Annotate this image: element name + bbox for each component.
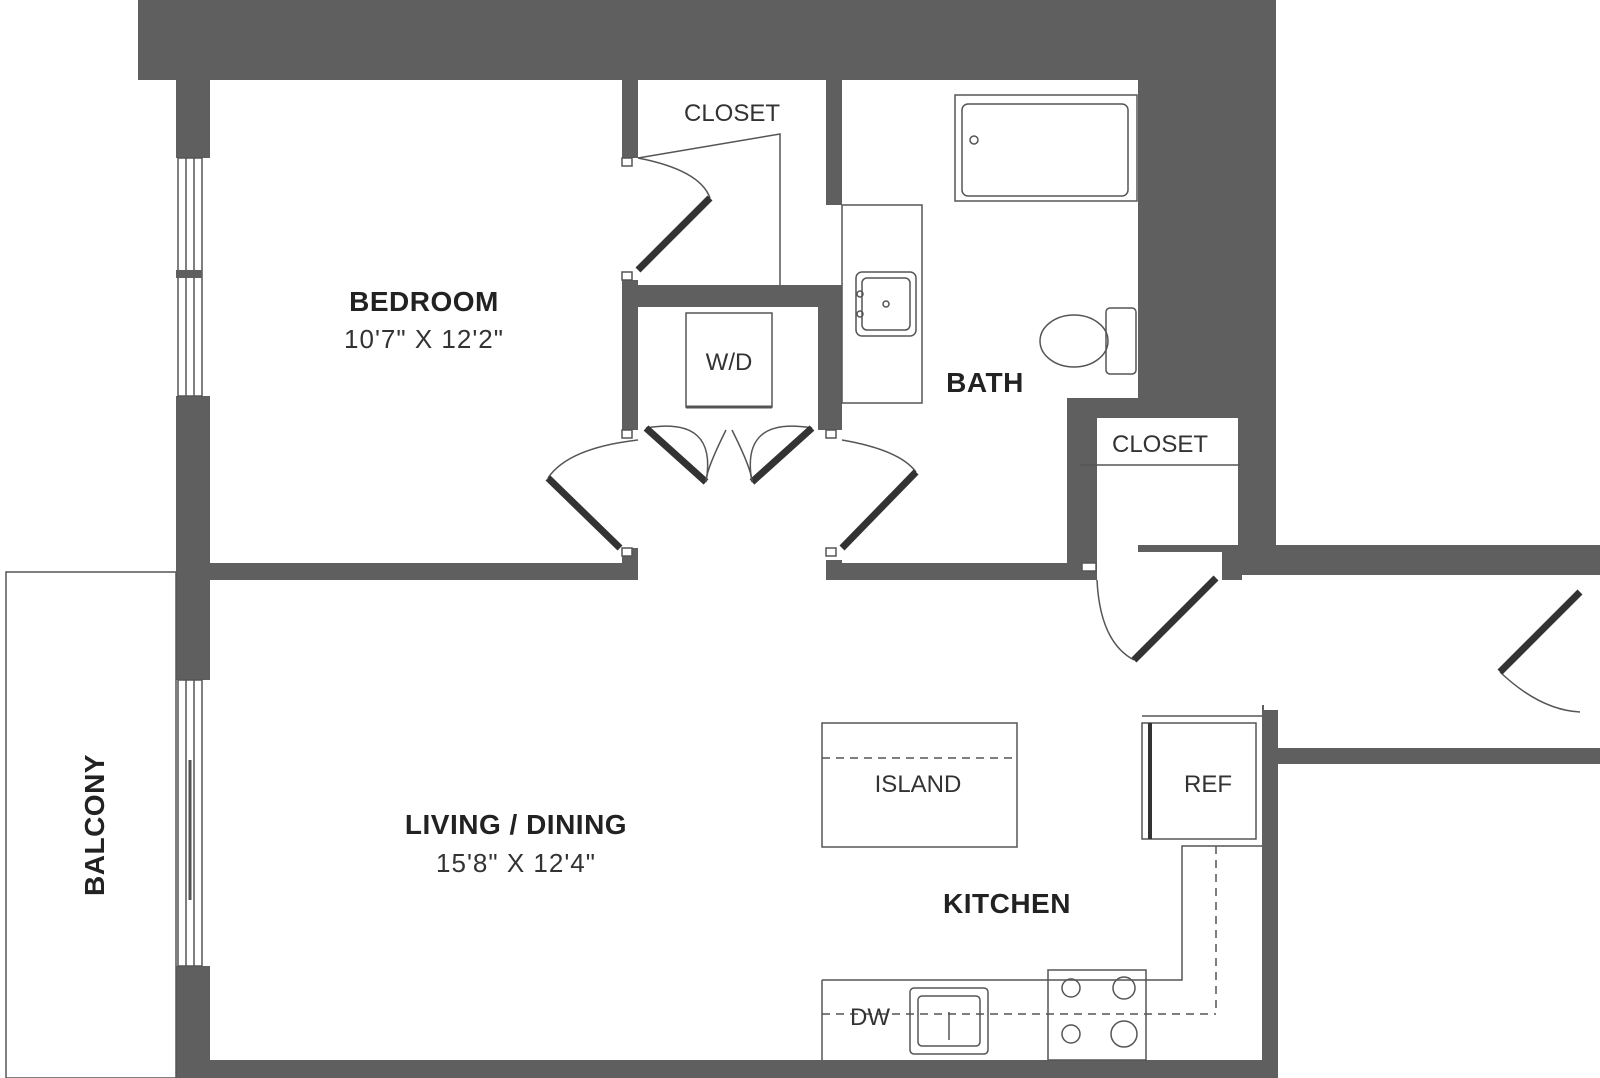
- wall-corridor-bottom: [1278, 748, 1600, 764]
- bath-sink: [855, 271, 917, 337]
- entry-closet: CLOSET: [1080, 431, 1240, 466]
- kitchen-counter: [822, 845, 1262, 981]
- bedroom-dimensions: 10'7" X 12'2": [344, 324, 504, 354]
- door-bedroom-closet: [637, 157, 711, 199]
- balcony-outline: [5, 571, 177, 1078]
- toilet-bowl: [1039, 314, 1109, 368]
- balcony: BALCONY: [5, 571, 177, 1078]
- vanity: [841, 204, 923, 404]
- entry-closet-label: CLOSET: [1112, 431, 1208, 458]
- wall-left-2: [176, 396, 210, 680]
- wall-left-3: [176, 966, 210, 1078]
- refrigerator-label: REF: [1184, 771, 1232, 798]
- washer-dryer-label: W/D: [706, 349, 753, 376]
- balcony-label: BALCONY: [79, 754, 110, 896]
- wall-bottom: [176, 1060, 1278, 1078]
- fixture-labels: ISLAND REF DW: [850, 771, 1232, 1031]
- wall-top: [138, 0, 1276, 80]
- wall-laundry-right: [818, 285, 842, 430]
- cooktop: [1047, 969, 1147, 1061]
- kitchen-fixtures: [821, 715, 1262, 1061]
- wall-bedroom-bottom-left: [176, 563, 622, 580]
- toilet-tank: [1105, 307, 1137, 375]
- door-entry: [1499, 671, 1581, 713]
- doors: [545, 157, 1583, 713]
- wall-bath-left: [826, 80, 842, 205]
- wall-closet-left: [622, 80, 638, 158]
- wall-laundry-left: [622, 280, 638, 430]
- wall-entry-closet-left: [1082, 418, 1097, 580]
- wall-laundry-top: [622, 285, 827, 307]
- wall-bath-entry-divider: [1067, 398, 1082, 580]
- door-entry-closet: [1096, 579, 1135, 661]
- dishwasher-label: DW: [850, 1004, 890, 1031]
- bedroom-closet: CLOSET: [637, 100, 781, 285]
- washer-dryer: W/D: [685, 312, 773, 409]
- wall-bath-entry-top: [1067, 398, 1148, 418]
- bath-fixtures: [841, 94, 1138, 404]
- kitchen-sink: [909, 987, 989, 1055]
- wall-entry-closet-bottom: [1222, 545, 1242, 580]
- room-labels: BEDROOM 10'7" X 12'2" LIVING / DINING 15…: [344, 286, 1071, 919]
- windows: [176, 157, 203, 967]
- wall-left-1: [176, 80, 210, 158]
- bedroom-closet-label: CLOSET: [684, 100, 780, 127]
- refrigerator: [1141, 722, 1257, 840]
- island: [821, 722, 1018, 848]
- door-laundry: [645, 425, 709, 483]
- bathtub: [954, 94, 1138, 202]
- kitchen-name: KITCHEN: [943, 888, 1071, 919]
- door-bedroom: [547, 439, 639, 479]
- bath-label: BATH: [946, 367, 1024, 398]
- wall-bath-left-lower: [826, 560, 842, 580]
- wall-kitchen-right: [1262, 710, 1278, 1078]
- door-bath: [841, 439, 917, 473]
- island-label: ISLAND: [875, 771, 962, 798]
- bedroom-name: BEDROOM: [349, 286, 499, 317]
- living-name: LIVING / DINING: [405, 809, 627, 840]
- walls: [138, 0, 1600, 1078]
- living-dimensions: 15'8" X 12'4": [436, 848, 596, 878]
- wall-corridor-top: [1228, 545, 1600, 575]
- wall-bedroom-bottom-right: [826, 563, 1082, 580]
